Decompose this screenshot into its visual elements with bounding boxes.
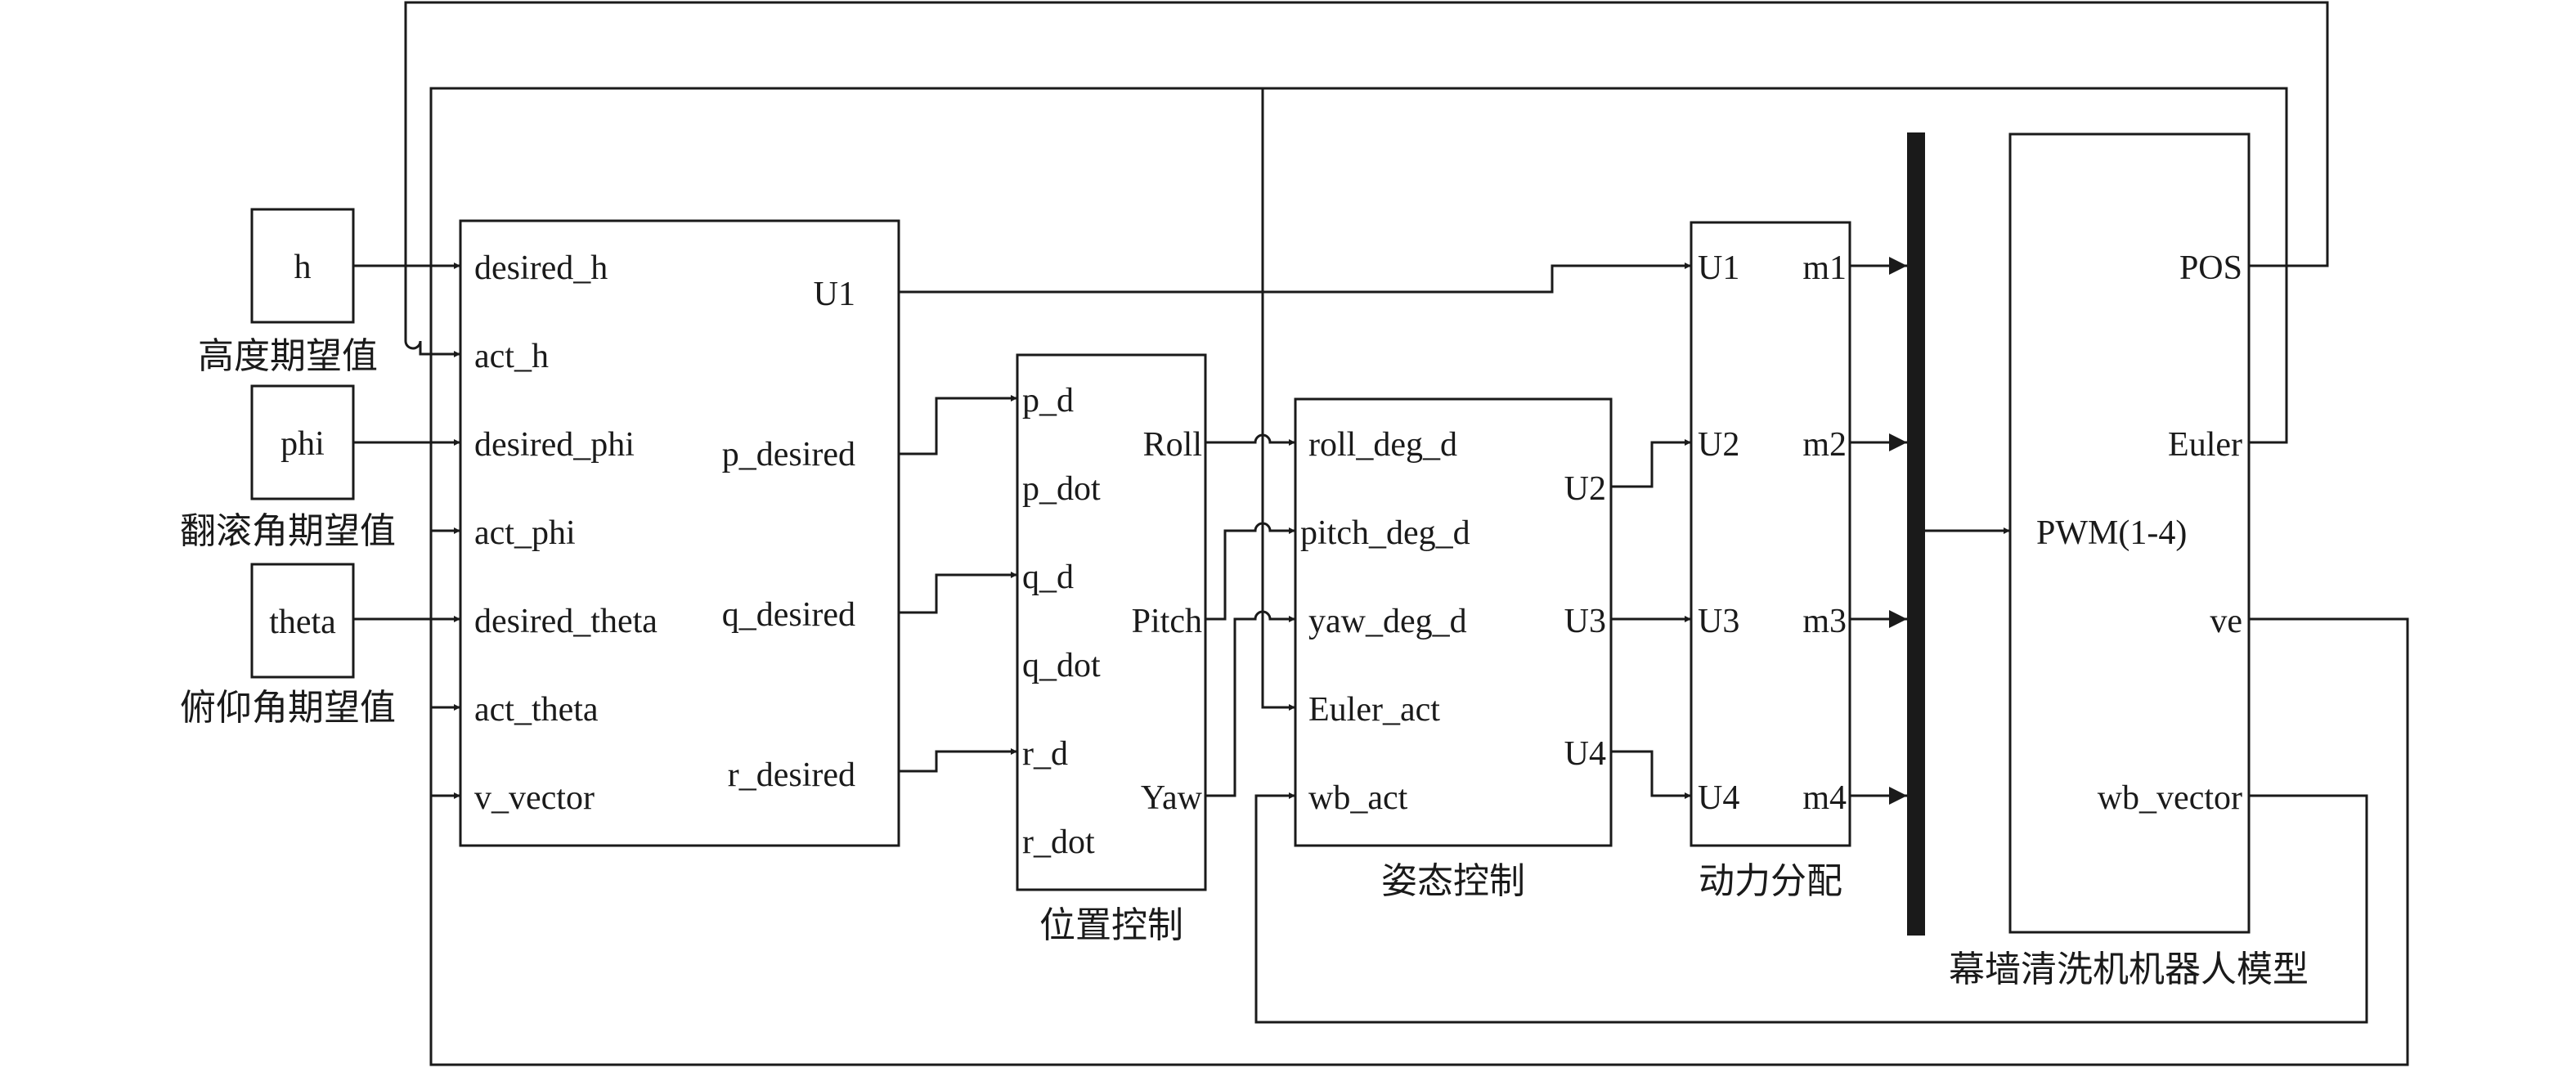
robot-output-wb-vector: wb_vector bbox=[2098, 779, 2242, 817]
wire-pitch-to-pitch-deg-d bbox=[1205, 522, 1295, 621]
wire-euler-to-euler-act bbox=[1261, 88, 1295, 711]
position-output-roll: Roll bbox=[1143, 426, 1202, 464]
position-input-r-dot: r_dot bbox=[1022, 823, 1095, 861]
wire-roll-to-roll-deg-d bbox=[1205, 433, 1295, 446]
power-output-m4: m4 bbox=[1802, 779, 1847, 817]
mux-bar bbox=[1907, 132, 1925, 936]
position-output-pitch: Pitch bbox=[1132, 603, 1202, 640]
main-input-desired-theta: desired_theta bbox=[474, 603, 657, 640]
position-input-q-dot: q_dot bbox=[1022, 647, 1101, 684]
main-output-q-desired: q_desired bbox=[722, 596, 855, 634]
power-output-m1: m1 bbox=[1802, 249, 1847, 287]
attitude-output-u3: U3 bbox=[1564, 603, 1606, 640]
position-control-caption: 位置控制 bbox=[1039, 905, 1183, 945]
main-input-v-vector: v_vector bbox=[474, 779, 595, 817]
main-input-act-h: act_h bbox=[474, 338, 549, 375]
position-control-block: p_d p_dot q_d q_dot r_d r_dot Roll Pitch… bbox=[1016, 353, 1207, 891]
robot-output-ve: ve bbox=[2210, 603, 2242, 640]
attitude-input-roll-deg-d: roll_deg_d bbox=[1308, 426, 1457, 464]
wire-r-desired-to-r-d bbox=[899, 748, 1017, 773]
source-phi-value: phi bbox=[280, 425, 325, 463]
power-distribution-block: U1 U2 U3 U4 m1 m2 m3 m4 bbox=[1690, 221, 1851, 847]
main-input-desired-phi: desired_phi bbox=[474, 426, 635, 464]
position-input-q-d: q_d bbox=[1022, 559, 1074, 596]
power-input-u4: U4 bbox=[1698, 779, 1739, 817]
wire-wb-vector-feedback bbox=[1254, 792, 2368, 1024]
attitude-output-u2: U2 bbox=[1564, 470, 1606, 508]
source-theta-value: theta bbox=[269, 604, 336, 641]
attitude-input-pitch-deg-d: pitch_deg_d bbox=[1300, 514, 1470, 552]
wire-pos-feedback bbox=[404, 1, 2329, 357]
wire-u1-to-power bbox=[899, 263, 1691, 294]
attitude-input-wb-act: wb_act bbox=[1308, 779, 1408, 817]
position-input-r-d: r_d bbox=[1022, 735, 1068, 773]
robot-model-caption: 幕墙清洗机机器人模型 bbox=[1949, 949, 2309, 989]
power-output-m2: m2 bbox=[1802, 426, 1847, 464]
source-h-value: h bbox=[294, 249, 312, 286]
robot-output-pos: POS bbox=[2179, 249, 2242, 287]
attitude-input-yaw-deg-d: yaw_deg_d bbox=[1308, 603, 1467, 640]
main-output-r-desired: r_desired bbox=[728, 756, 855, 794]
main-input-act-phi: act_phi bbox=[474, 514, 576, 552]
wire-euler-feedback-bus bbox=[429, 87, 2288, 796]
attitude-input-euler-act: Euler_act bbox=[1308, 691, 1440, 729]
source-theta-caption: 俯仰角期望值 bbox=[180, 688, 396, 728]
power-output-m3: m3 bbox=[1802, 603, 1847, 640]
attitude-control-block: roll_deg_d pitch_deg_d yaw_deg_d Euler_a… bbox=[1294, 397, 1613, 847]
main-controller-block: desired_h act_h desired_phi act_phi desi… bbox=[459, 219, 900, 847]
main-output-u1: U1 bbox=[814, 276, 855, 313]
source-phi: phi bbox=[250, 384, 355, 500]
main-output-p-desired: p_desired bbox=[722, 436, 855, 473]
power-input-u2: U2 bbox=[1698, 426, 1739, 464]
power-input-u1: U1 bbox=[1698, 249, 1739, 287]
attitude-control-caption: 姿态控制 bbox=[1381, 861, 1525, 901]
position-output-yaw: Yaw bbox=[1141, 779, 1203, 817]
wire-ve-feedback bbox=[429, 617, 2409, 1066]
source-phi-caption: 翻滚角期望值 bbox=[180, 511, 396, 551]
wire-u4-to-power bbox=[1611, 750, 1691, 799]
wire-q-desired-to-q-d bbox=[899, 572, 1017, 614]
main-input-desired-h: desired_h bbox=[474, 249, 608, 287]
robot-model-block: PWM(1-4) POS Euler ve wb_vector bbox=[2008, 132, 2251, 934]
wire-u2-to-power bbox=[1611, 439, 1691, 488]
power-input-u3: U3 bbox=[1698, 603, 1739, 640]
source-h: h bbox=[250, 208, 355, 324]
main-input-act-theta: act_theta bbox=[474, 691, 599, 729]
position-input-p-dot: p_dot bbox=[1022, 470, 1101, 508]
wire-p-desired-to-p-d bbox=[899, 395, 1017, 455]
signal-lines bbox=[353, 1, 2409, 1066]
wire-yaw-to-yaw-deg-d bbox=[1205, 610, 1295, 797]
source-h-caption: 高度期望值 bbox=[198, 336, 378, 376]
power-distribution-caption: 动力分配 bbox=[1699, 861, 1842, 901]
source-theta: theta bbox=[250, 563, 355, 679]
position-input-p-d: p_d bbox=[1022, 382, 1074, 420]
robot-input-pwm: PWM(1-4) bbox=[2036, 514, 2187, 552]
robot-output-euler: Euler bbox=[2168, 426, 2242, 464]
attitude-output-u4: U4 bbox=[1564, 735, 1606, 773]
